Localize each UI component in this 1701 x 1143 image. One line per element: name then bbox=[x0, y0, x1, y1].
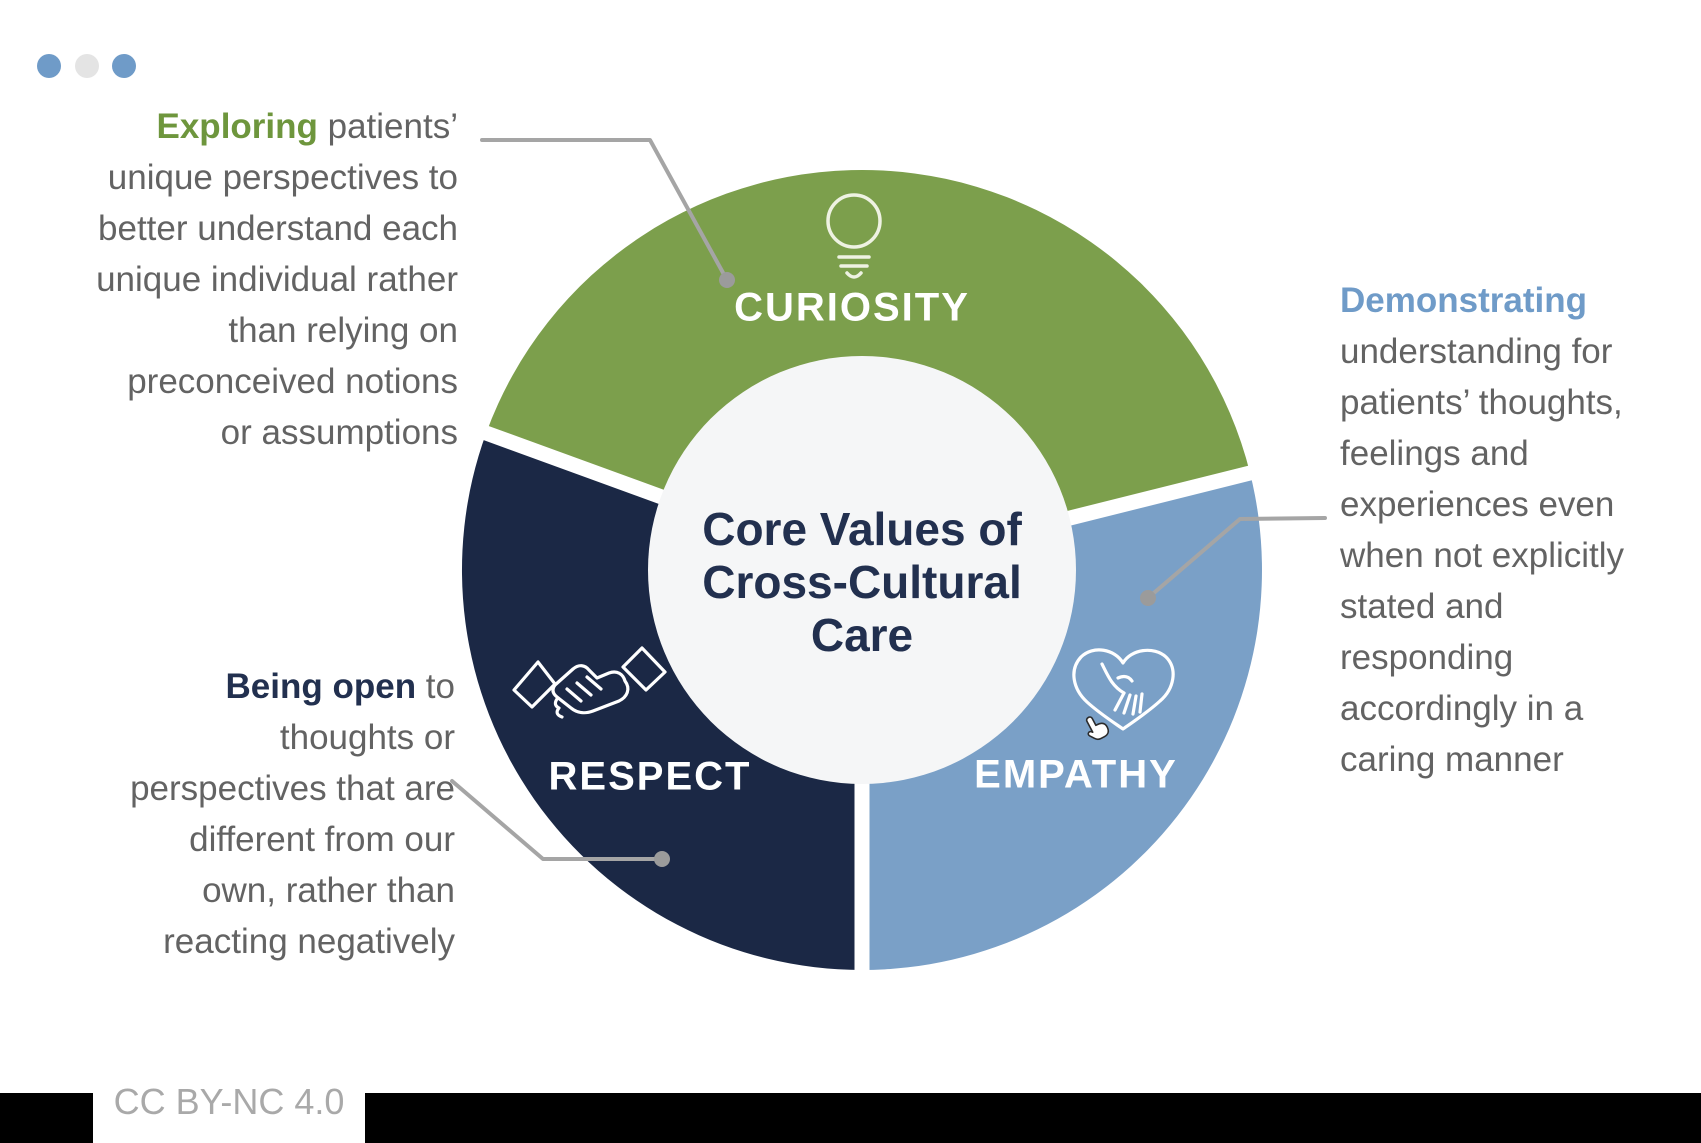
annotation-line: Demonstrating bbox=[1340, 275, 1624, 326]
license-box: CC BY-NC 4.0 bbox=[93, 1080, 365, 1143]
annotation-line: than relying on bbox=[228, 311, 458, 350]
annotation-line: preconceived notions bbox=[127, 362, 458, 401]
lightbulb-icon bbox=[826, 193, 882, 279]
annotation-lead-word: Being open bbox=[225, 667, 417, 706]
leader-line-curiosity bbox=[480, 138, 729, 282]
page-dot-3 bbox=[112, 54, 136, 78]
inner-circle bbox=[648, 356, 1076, 784]
page-dot-1 bbox=[37, 54, 61, 78]
annotation-empathy: Demonstrating understanding for patients… bbox=[1340, 275, 1624, 785]
annotation-line: feelings and bbox=[1340, 434, 1529, 473]
annotation-text: to bbox=[416, 667, 455, 706]
annotation-line: experiences even bbox=[1340, 485, 1615, 524]
leader-dots bbox=[654, 272, 1156, 867]
page-dot-2 bbox=[75, 54, 99, 78]
leader-dot-respect bbox=[654, 851, 670, 867]
annotation-line: perspectives that are bbox=[130, 769, 455, 808]
annotation-line: when not explicitly bbox=[1340, 536, 1625, 575]
annotation-line: understanding for bbox=[1340, 332, 1613, 371]
segment-curiosity bbox=[486, 169, 1251, 519]
diagram-title-line: Core Values of bbox=[702, 503, 1022, 555]
annotation-line: responding bbox=[1340, 638, 1514, 677]
leader-line-respect bbox=[450, 779, 664, 861]
segment-empathy bbox=[862, 473, 1262, 970]
diagram-title-line: Care bbox=[810, 609, 914, 661]
segment-label-empathy: EMPATHY bbox=[974, 752, 1178, 797]
license-text: CC BY-NC 4.0 bbox=[113, 1081, 345, 1122]
annotation-line: unique individual rather bbox=[96, 260, 458, 299]
annotation-lead-word: Demonstrating bbox=[1340, 281, 1587, 320]
annotation-line: thoughts or bbox=[279, 718, 455, 757]
annotation-line: own, rather than bbox=[202, 871, 455, 910]
leader-dot-empathy bbox=[1140, 590, 1156, 606]
annotation-line: better understand each bbox=[98, 209, 458, 248]
segment-label-respect: RESPECT bbox=[548, 754, 752, 799]
annotation-line: patients’ thoughts, bbox=[1340, 383, 1623, 422]
leader-line-empathy bbox=[1146, 516, 1327, 600]
annotation-line: caring manner bbox=[1340, 740, 1564, 779]
heart-in-hand-icon bbox=[1072, 648, 1175, 731]
annotation-line: reacting negatively bbox=[163, 922, 455, 961]
segment-label-curiosity: CURIOSITY bbox=[734, 285, 970, 330]
annotation-line: unique perspectives to bbox=[107, 158, 458, 197]
page-dots bbox=[37, 54, 136, 78]
annotation-line: Being open to bbox=[130, 661, 455, 712]
annotation-line: accordingly in a bbox=[1340, 689, 1584, 728]
diagram-title: Core Values of Cross-Cultural Care bbox=[702, 503, 1022, 662]
annotation-line: or assumptions bbox=[220, 413, 458, 452]
annotation-curiosity: Exploring patients’ unique perspectives … bbox=[96, 101, 458, 458]
annotation-line: Exploring patients’ bbox=[96, 101, 459, 152]
handshake-icon bbox=[512, 646, 667, 719]
annotation-text: patients’ bbox=[317, 107, 458, 146]
cursor-pointer-icon bbox=[1085, 716, 1110, 741]
annotation-line: stated and bbox=[1340, 587, 1504, 626]
annotation-respect: Being open to thoughts or perspectives t… bbox=[130, 661, 455, 967]
annotation-lead-word: Exploring bbox=[156, 107, 318, 146]
segment-respect bbox=[461, 433, 862, 970]
leader-lines bbox=[450, 138, 1327, 861]
diagram-title-line: Cross-Cultural bbox=[702, 556, 1022, 608]
leader-dot-curiosity bbox=[719, 272, 735, 288]
annotation-line: different from our bbox=[189, 820, 455, 859]
